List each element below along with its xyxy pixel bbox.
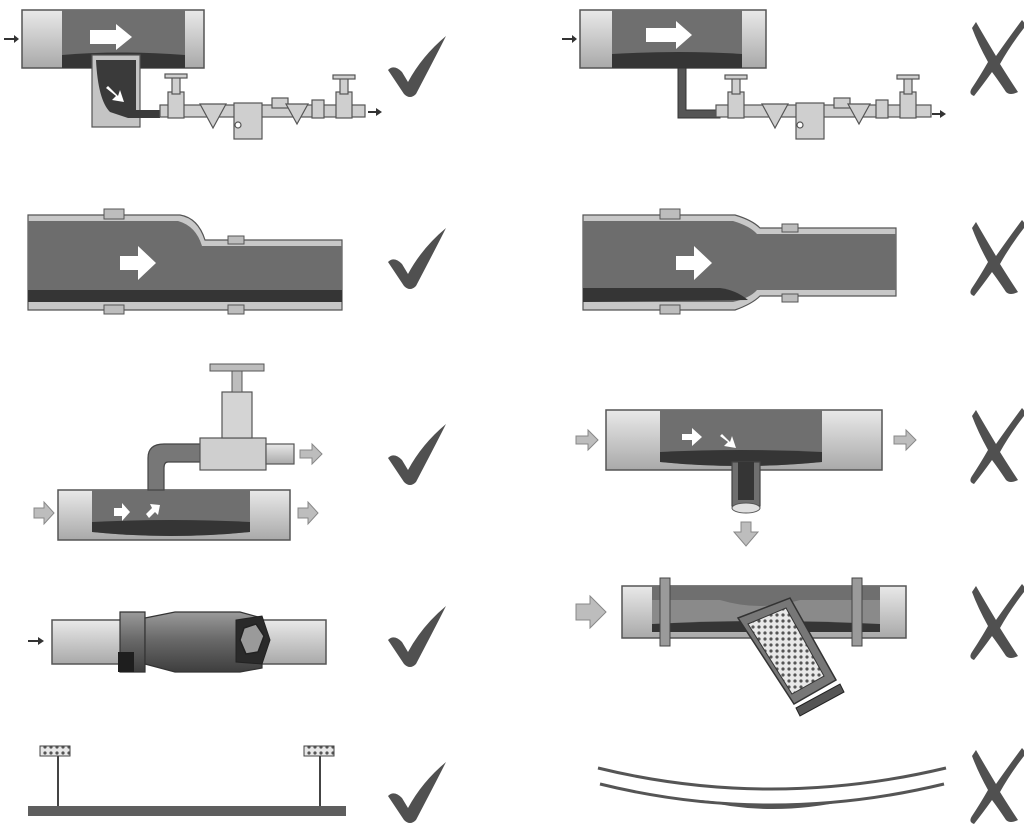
row-branch-incorrect bbox=[575, 409, 917, 547]
check-mark bbox=[388, 762, 446, 823]
check-mark bbox=[388, 228, 446, 289]
check-mark bbox=[388, 606, 446, 667]
x-mark bbox=[970, 220, 1024, 296]
row-reducer-correct bbox=[27, 208, 343, 315]
x-mark bbox=[970, 584, 1024, 660]
check-mark bbox=[388, 424, 446, 485]
x-mark bbox=[970, 20, 1024, 96]
row-reducer-incorrect bbox=[582, 208, 897, 315]
row-strainer-correct bbox=[28, 611, 327, 673]
row-support-incorrect bbox=[597, 766, 947, 809]
row-branch-correct bbox=[33, 363, 323, 541]
x-mark bbox=[970, 748, 1024, 824]
row-drain-pocket-incorrect bbox=[562, 9, 946, 140]
x-mark bbox=[970, 408, 1024, 484]
row-support-correct bbox=[28, 745, 346, 816]
flow-arrow bbox=[90, 24, 132, 50]
row-drain-pocket-correct bbox=[4, 9, 382, 140]
check-mark bbox=[388, 36, 446, 97]
trap-valve-train bbox=[159, 73, 366, 140]
row-strainer-incorrect bbox=[575, 577, 907, 717]
